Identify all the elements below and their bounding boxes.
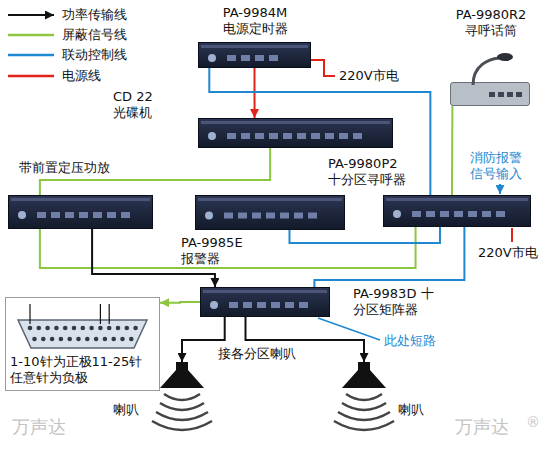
mains-wire (511, 228, 513, 242)
legend-line (8, 34, 54, 37)
device-face (196, 196, 346, 231)
alarm-unit: PA-9985E 报警器 (195, 195, 345, 230)
db25-connector (10, 302, 155, 354)
alarm-input-wire (499, 184, 501, 194)
speaker-figure (340, 362, 388, 402)
legend-line (8, 75, 54, 78)
paging-microphone: PA-9980R2 寻呼话筒 (450, 82, 530, 106)
pin-note-box: 1-10针为正极11-25针任意针为负极 (5, 297, 160, 391)
cd-player: CD 22 光碟机 (198, 118, 393, 148)
device-label: CD 22 光碟机 (113, 89, 165, 121)
legend-line (8, 54, 54, 57)
timer-unit: PA-9984M 电源定时器 (198, 42, 311, 68)
legend-label: 屏蔽信号线 (62, 27, 127, 43)
device-label: PA-9984M 电源定时器 (216, 5, 294, 37)
paging-controller: PA-9980P2 十分区寻呼器 (383, 195, 531, 227)
device-face (199, 119, 394, 149)
device-face (9, 196, 154, 230)
connector (451, 106, 453, 195)
device-label: 带前置定压功放 (19, 160, 110, 176)
device-label: PA-9980R2 寻呼话筒 (449, 7, 533, 39)
legend-label: 联动控制线 (62, 47, 127, 63)
watermark: 万声达 (12, 416, 66, 437)
microphone-figure (451, 83, 531, 107)
device-label: 喇叭 (113, 402, 139, 418)
mains-wire (311, 60, 335, 76)
supply-label: 220V市电 (339, 68, 399, 84)
speaker: 喇叭 (158, 362, 206, 402)
device-face (201, 288, 331, 318)
speaker-note: 接各分区喇叭 (218, 346, 296, 362)
connector (314, 227, 464, 287)
watermark: 万声达 (455, 416, 509, 437)
connector (160, 301, 200, 304)
speaker-figure (158, 362, 206, 402)
pin-note: 1-10针为正极11-25针任意针为负极 (10, 354, 155, 386)
legend-line (8, 14, 54, 16)
matrix-unit: PA-9983D 十分区矩阵器 (200, 287, 330, 317)
device-label: PA-9983D 十分区矩阵器 (353, 286, 439, 318)
device-label: PA-9985E 报警器 (181, 235, 251, 267)
device-face (384, 196, 532, 228)
legend-label: 电源线 (62, 68, 101, 84)
device-label: PA-9980P2 十分区寻呼器 (328, 156, 410, 188)
speaker: 喇叭 (340, 362, 388, 402)
connector (40, 227, 416, 268)
leader-line (318, 318, 380, 340)
input-label: 消防报警信号输入 (470, 150, 528, 182)
watermark: ® (526, 414, 540, 431)
supply-label: 220V市电 (478, 245, 538, 261)
device-label: 喇叭 (398, 402, 424, 418)
amplifier: 带前置定压功放 (8, 195, 153, 229)
device-face (199, 43, 312, 69)
legend-label: 功率传输线 (62, 7, 127, 23)
short-note: 此处短路 (384, 333, 436, 349)
